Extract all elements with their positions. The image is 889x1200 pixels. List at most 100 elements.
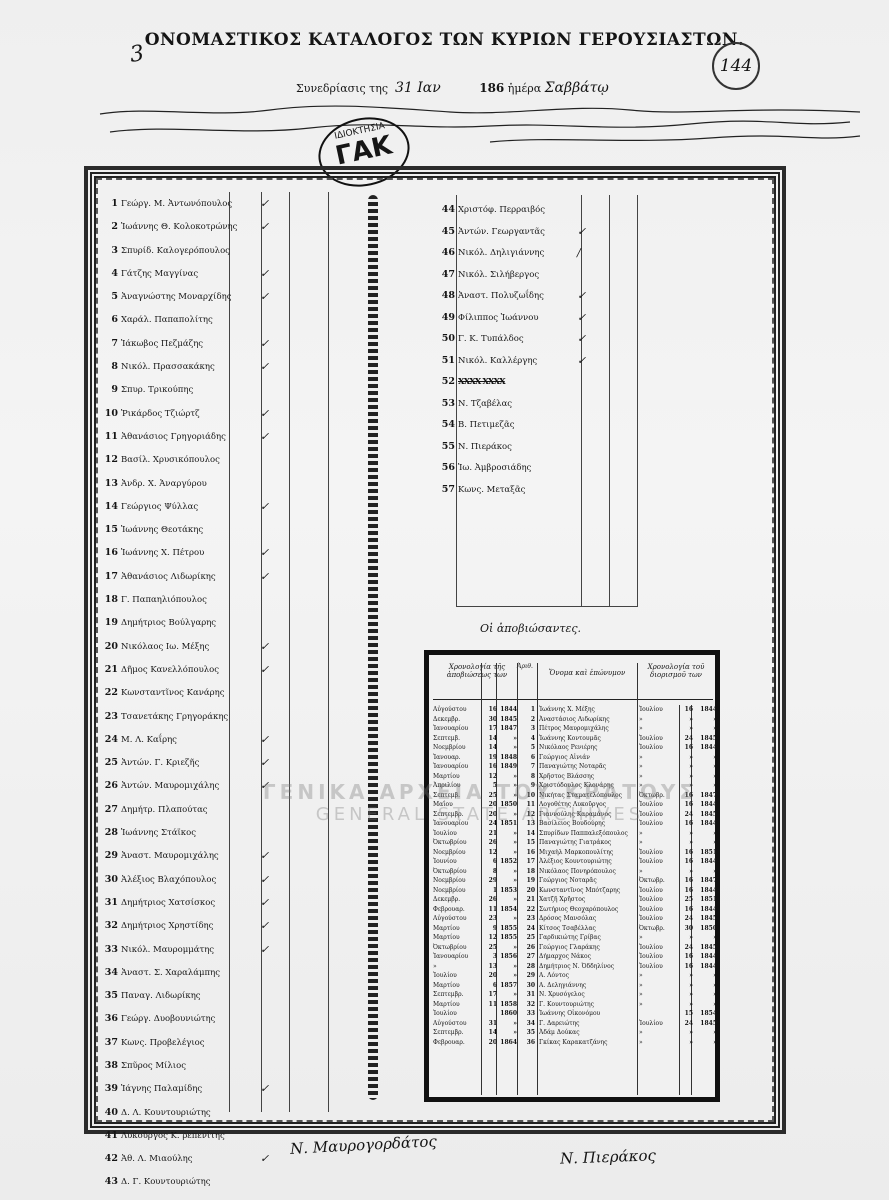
death-day: 6: [492, 981, 497, 989]
row-number: 44: [441, 204, 455, 215]
appointment-year: 1845: [700, 915, 717, 922]
death-day: 13: [488, 962, 497, 970]
death-month: Δεκεμβρ.: [433, 715, 461, 723]
row-number: 42: [104, 1153, 118, 1165]
row-number: 49: [441, 311, 455, 323]
death-month: Νοεμβρίου: [433, 744, 466, 751]
row-number: 2: [111, 221, 118, 233]
death-day: 6: [492, 858, 497, 865]
death-year: »: [513, 991, 517, 998]
appointment-day: »: [689, 763, 693, 770]
row-number: 5: [111, 291, 118, 303]
appointment-month: Ἰουλίου: [639, 962, 663, 970]
attendance-mark: ✓: [260, 895, 270, 909]
death-year: »: [513, 744, 517, 751]
senator-name: Ἀνδρ. Χ. Ἀναργύρου: [121, 478, 207, 489]
row-number: 3: [111, 244, 118, 256]
death-day: 20: [488, 1038, 497, 1046]
death-month: Αὐγούστου: [433, 915, 467, 922]
appointment-month: Ἰουλίου: [639, 943, 663, 951]
row-number: 45: [441, 225, 455, 237]
deceased-name: Γαρδικιώτης Γρίβας: [539, 934, 601, 941]
entry-number: 2: [530, 715, 535, 723]
row-number: 17: [104, 570, 118, 582]
senator-name: XXXX XXXX: [458, 377, 506, 387]
left-name-rule: [229, 192, 230, 1112]
appointment-day: »: [689, 934, 693, 941]
death-day: 1: [492, 886, 497, 894]
entry-number: 10: [526, 791, 535, 799]
deceased-table: Χρονολογία τῆς ἀποβιώσεως των Ἀριθ. Ὄνομ…: [424, 650, 720, 1102]
attendance-mark: ✓: [260, 919, 270, 933]
death-year: 1853: [500, 886, 517, 894]
senator-name: Ν. Πιεράκος: [458, 441, 512, 452]
entry-number: 32: [526, 1000, 535, 1008]
attendance-mark: ✓: [577, 332, 587, 345]
appointment-day: »: [689, 715, 693, 723]
death-month: Μαΐου: [433, 801, 453, 808]
senator-name: Μ. Λ. Καΐρης: [121, 734, 177, 745]
appointment-month: Ἰουλίου: [639, 810, 663, 818]
deceased-name: Γκίκας Καρακατζάνης: [539, 1038, 608, 1046]
death-day: 8: [492, 867, 497, 875]
appointment-year: 1845: [700, 734, 717, 742]
appointment-day: 16: [684, 877, 693, 884]
appointment-year: »: [713, 972, 717, 979]
appointment-year: »: [713, 715, 717, 723]
entry-number: 3: [530, 725, 535, 732]
day-label: ἡμέρα: [507, 82, 542, 95]
death-month: Σεπτεμβρ.: [433, 810, 464, 818]
row-number: 25: [104, 757, 118, 769]
entry-number: 8: [530, 772, 535, 780]
appointment-year: »: [713, 763, 717, 770]
death-month: Ἰουνίου: [433, 858, 457, 865]
attendance-mark: ✓: [260, 779, 270, 793]
appointment-day: »: [689, 725, 693, 732]
appointment-year: 1844: [700, 858, 717, 865]
attendance-mark: ✓: [260, 197, 270, 210]
col-rule: [496, 663, 497, 1095]
appointment-day: »: [689, 1038, 693, 1046]
death-month: Νοεμβρίου: [433, 886, 466, 894]
watermark-line2: GENERAL STATE ARCHIVES: [315, 804, 645, 825]
session-year: 186: [479, 81, 505, 95]
appointment-year: »: [713, 772, 717, 780]
appointment-year: 1850: [700, 924, 717, 932]
appointment-day: »: [689, 1029, 693, 1036]
deceased-name: Μιχαὴλ Μαρκοπουλίτης: [539, 848, 614, 856]
entry-number: 30: [526, 981, 535, 989]
death-month: Φεβρουαρ.: [433, 905, 465, 913]
appointment-day: 16: [684, 744, 693, 751]
entry-number: 19: [526, 877, 535, 884]
deceased-name: Χρῆστος Βλάσσης: [539, 772, 595, 780]
death-month: Σεπτεμβρ.: [433, 991, 464, 998]
attendance-mark: ✓: [260, 360, 270, 374]
appointment-year: 1845: [700, 1019, 717, 1027]
senator-name: Ἰω. Ἀμβροσιάδης: [458, 463, 532, 473]
death-year: 1845: [500, 715, 517, 723]
attendance-mark: ✓: [260, 546, 270, 560]
deceased-name: Ν. Χρυσόγελος: [539, 991, 585, 998]
senator-name: Β. Πετιμεζᾶς: [458, 420, 515, 430]
appointment-day: »: [689, 991, 693, 998]
deceased-name: Πέτρος Μαυρομιχάλης: [539, 725, 609, 732]
